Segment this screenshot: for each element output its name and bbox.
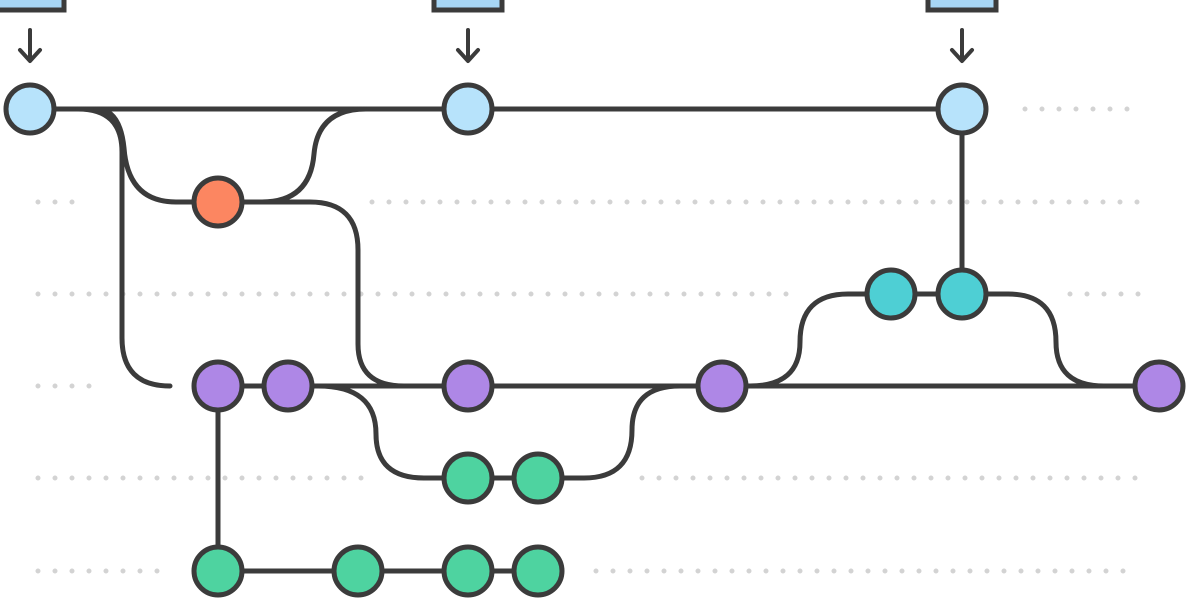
commit-node-develop [191,359,245,413]
commit-node-develop [441,359,495,413]
commit-node-feature-a [441,451,495,505]
commit-node-develop [261,359,315,413]
commit-node-hotfix [191,175,245,229]
tag-icon [0,0,67,13]
commit-node-feature-b [191,544,245,598]
arrow-down-icon [456,28,480,63]
commit-node-main [3,82,57,136]
arrow-down-icon [18,28,42,63]
tag-icon [431,0,505,13]
commit-nodes [3,82,1186,598]
tag-icon [925,0,999,13]
release-to-develop [959,291,1107,389]
main-to-hotfix [93,106,221,205]
develop-to-feature-a [315,383,541,481]
arrow-down-icon [950,28,974,63]
commit-node-release [935,267,989,321]
commit-node-develop [1132,359,1186,413]
commit-node-main [935,82,989,136]
commit-node-feature-b [331,544,385,598]
commit-node-release [864,267,918,321]
commit-node-feature-b [511,544,565,598]
commit-node-main [441,82,495,136]
lane-guides [35,106,1143,574]
commit-node-feature-a [511,451,565,505]
commit-node-feature-b [441,544,495,598]
branch-connections [27,106,1162,574]
feature-a-to-develop [535,383,683,481]
release-tags [0,0,999,63]
develop-to-release [747,291,965,389]
main-to-develop [75,106,173,389]
commit-node-develop [695,359,749,413]
hotfix-to-develop [215,199,407,389]
